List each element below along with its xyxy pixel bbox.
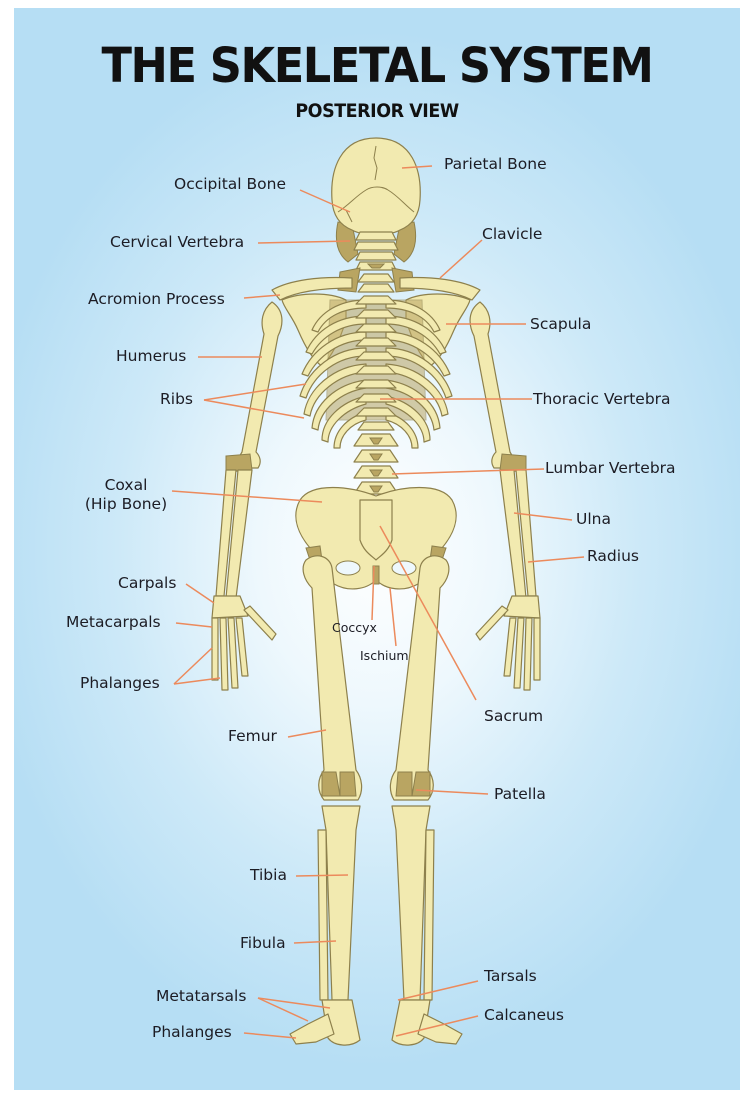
spine (353, 273, 399, 495)
label-femur: Femur (228, 727, 277, 745)
label-coxal-line2: (Hip Bone) (84, 494, 168, 513)
left-leg (289, 555, 363, 1046)
label-cervical-vertebra: Cervical Vertebra (110, 233, 245, 251)
label-ulna: Ulna (576, 510, 611, 528)
right-leg (389, 555, 463, 1046)
label-fibula: Fibula (240, 934, 286, 952)
label-lumbar-vertebra: Lumbar Vertebra (545, 459, 676, 477)
label-ribs: Ribs (160, 390, 193, 408)
left-arm (211, 301, 283, 691)
leader-lines (171, 165, 585, 1039)
label-clavicle: Clavicle (482, 225, 543, 243)
label-humerus: Humerus (116, 347, 187, 365)
label-acromion-process: Acromion Process (88, 290, 225, 308)
label-phalanges-foot: Phalanges (152, 1023, 232, 1041)
label-tibia: Tibia (250, 866, 287, 884)
label-tarsals: Tarsals (484, 967, 537, 985)
label-radius: Radius (587, 547, 639, 565)
label-ischium: Ischium (360, 648, 409, 663)
right-arm (469, 301, 541, 691)
label-sacrum: Sacrum (484, 707, 544, 725)
label-thoracic-vertebra: Thoracic Vertebra (533, 390, 671, 408)
label-patella: Patella (494, 785, 546, 803)
label-carpals: Carpals (118, 574, 177, 592)
poster-title: THE SKELETAL SYSTEM (101, 38, 653, 94)
label-phalanges-hand: Phalanges (80, 674, 160, 692)
label-metatarsals: Metatarsals (156, 987, 247, 1005)
skull (331, 137, 421, 263)
label-coccyx: Coccyx (332, 620, 377, 635)
label-occipital-bone: Occipital Bone (174, 175, 286, 193)
label-metacarpals: Metacarpals (66, 613, 161, 631)
label-scapula: Scapula (530, 315, 592, 333)
label-coxal: Coxal (Hip Bone) (78, 476, 174, 513)
label-coxal-line1: Coxal (104, 476, 148, 494)
poster-subtitle: POSTERIOR VIEW (295, 100, 459, 122)
label-calcaneus: Calcaneus (484, 1006, 564, 1024)
cervical-spine (353, 231, 399, 271)
label-parietal-bone: Parietal Bone (444, 155, 547, 173)
